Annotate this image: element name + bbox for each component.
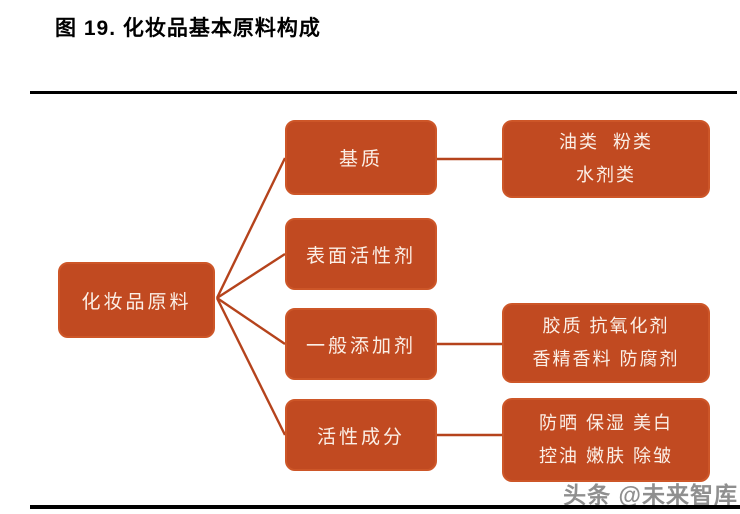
bottom-divider <box>30 505 740 509</box>
node-base: 基质 <box>285 120 437 195</box>
node-additive-types: 胶质 抗氧化剂 香精香料 防腐剂 <box>502 303 710 383</box>
node-root: 化妆品原料 <box>58 262 215 338</box>
top-divider <box>30 91 737 94</box>
connector-root-to-surfactant <box>216 252 286 300</box>
connector-root-to-actives <box>215 297 287 436</box>
node-active-types-line-1: 防晒 保湿 美白 <box>538 413 673 433</box>
node-active-types-line-2: 控油 嫩肤 除皱 <box>538 446 673 466</box>
connector-root-to-base <box>215 157 287 299</box>
node-active-ingredients-label: 活性成分 <box>316 426 405 448</box>
node-active-types: 防晒 保湿 美白 控油 嫩肤 除皱 <box>502 398 710 482</box>
node-general-additives: 一般添加剂 <box>285 308 437 380</box>
connector-root-to-additives <box>216 297 286 345</box>
node-base-types: 油类 粉类 水剂类 <box>502 120 710 198</box>
node-base-types-line-1: 油类 粉类 <box>558 132 653 152</box>
watermark: 头条 @未来智库 <box>563 482 738 508</box>
node-additive-types-line-2: 香精香料 防腐剂 <box>532 349 680 369</box>
node-general-additives-label: 一般添加剂 <box>305 335 416 357</box>
node-surfactant: 表面活性剂 <box>285 218 437 290</box>
node-root-label: 化妆品原料 <box>81 291 192 313</box>
figure-title: 图 19. 化妆品基本原料构成 <box>55 17 321 40</box>
node-additive-types-line-1: 胶质 抗氧化剂 <box>542 316 670 336</box>
node-surfactant-label: 表面活性剂 <box>305 245 416 267</box>
node-base-types-line-2: 水剂类 <box>576 165 636 185</box>
node-active-ingredients: 活性成分 <box>285 399 437 471</box>
node-base-label: 基质 <box>338 149 383 170</box>
